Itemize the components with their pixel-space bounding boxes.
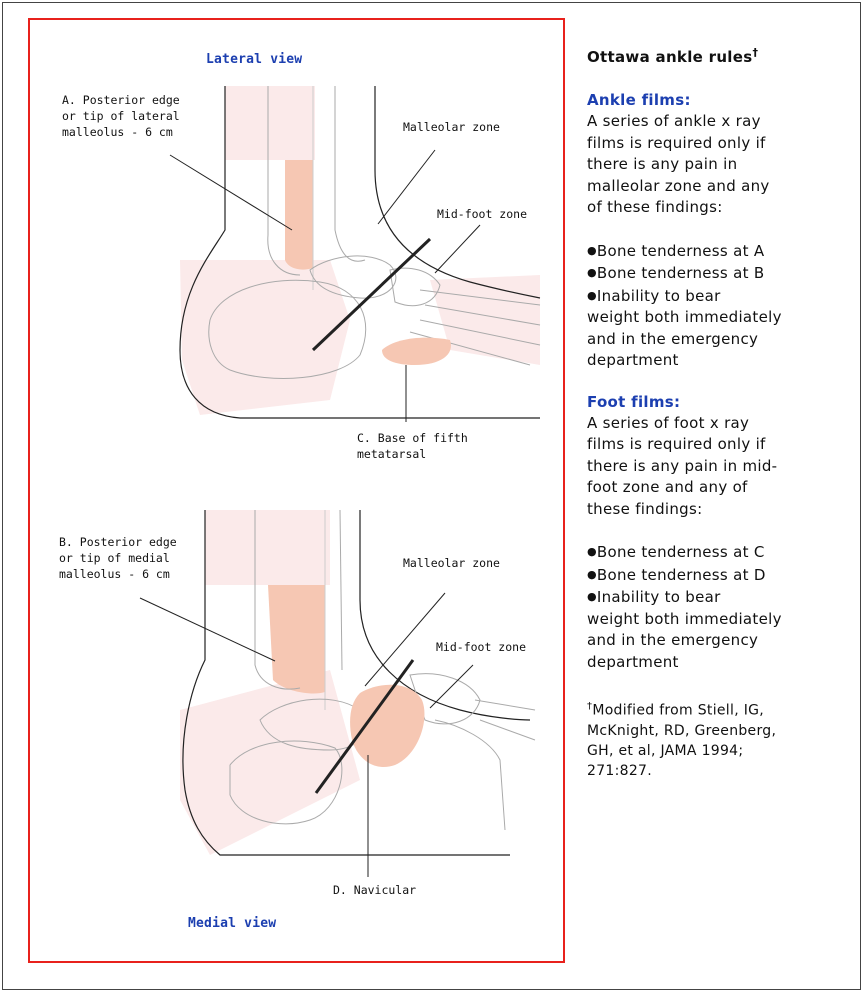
foot-finding-weight: ●Inability to bear (587, 586, 857, 609)
bullet-icon: ● (587, 545, 597, 558)
foot-finding-weight-cont: and in the emergency (587, 630, 857, 652)
lateral-view-title: Lateral view (206, 52, 302, 67)
rules-panel: Ottawa ankle rules† Ankle films: A serie… (587, 46, 857, 781)
foot-films-description: A series of foot x ray films is required… (587, 413, 857, 521)
ankle-films-description: A series of ankle x ray films is require… (587, 111, 857, 219)
diagram-panel: Lateral view A. Posterior edge or tip of… (28, 18, 565, 963)
callout-d: D. Navicular (333, 882, 416, 898)
lateral-foot-illustration (170, 86, 540, 422)
foot-finding-d: ●Bone tenderness at D (587, 564, 857, 587)
bullet-icon: ● (587, 289, 597, 302)
rules-title-dagger: † (752, 46, 758, 59)
highlight-zone-a (285, 160, 313, 270)
highlight-zone-b (268, 585, 325, 694)
foot-desc-line: foot zone and any of (587, 477, 857, 499)
footnote-line: †Modified from Stiell, IG, (587, 697, 857, 721)
ankle-finding-weight-cont: and in the emergency (587, 329, 857, 351)
callout-lateral-malleolar-zone: Malleolar zone (403, 119, 500, 135)
bullet-icon: ● (587, 266, 597, 279)
callout-medial-midfoot-zone: Mid-foot zone (436, 639, 526, 655)
ankle-finding-weight-cont: weight both immediately (587, 307, 857, 329)
footnote-line: McKnight, RD, Greenberg, (587, 721, 857, 741)
leader-lateral-midfoot (435, 225, 480, 273)
ankle-films-heading: Ankle films: (587, 90, 857, 111)
foot-finding-weight-cont: department (587, 652, 857, 674)
medial-view-title: Medial view (188, 916, 276, 931)
highlight-zone-c (382, 338, 451, 365)
callout-b: B. Posterior edge or tip of medial malle… (59, 534, 177, 582)
footnote-line: 271:827. (587, 761, 857, 781)
leader-a (170, 155, 292, 230)
leader-medial-midfoot (430, 665, 473, 708)
foot-desc-line: films is required only if (587, 434, 857, 456)
foot-finding-c: ●Bone tenderness at C (587, 541, 857, 564)
citation-footnote: †Modified from Stiell, IG, McKnight, RD,… (587, 697, 857, 781)
ankle-desc-line: A series of ankle x ray (587, 111, 857, 133)
ankle-findings-list: ●Bone tenderness at A ●Bone tenderness a… (587, 240, 857, 372)
ankle-desc-line: of these findings: (587, 197, 857, 219)
ankle-finding-b: ●Bone tenderness at B (587, 262, 857, 285)
ankle-desc-line: there is any pain in (587, 154, 857, 176)
ankle-finding-weight: ●Inability to bear (587, 285, 857, 308)
bullet-icon: ● (587, 568, 597, 581)
ankle-desc-line: films is required only if (587, 133, 857, 155)
rules-title-text: Ottawa ankle rules (587, 48, 752, 66)
lateral-shade-leg (225, 86, 315, 160)
foot-films-heading: Foot films: (587, 392, 857, 413)
foot-desc-line: there is any pain in mid- (587, 456, 857, 478)
callout-c: C. Base of fifth metatarsal (357, 430, 468, 462)
rules-title: Ottawa ankle rules† (587, 46, 857, 66)
leader-lateral-malleolar (378, 150, 435, 224)
ankle-finding-weight-cont: department (587, 350, 857, 372)
foot-findings-list: ●Bone tenderness at C ●Bone tenderness a… (587, 541, 857, 673)
ankle-diagram (30, 20, 565, 963)
bullet-icon: ● (587, 244, 597, 257)
callout-lateral-midfoot-zone: Mid-foot zone (437, 206, 527, 222)
medial-shade-heel (180, 670, 360, 855)
callout-a: A. Posterior edge or tip of lateral mall… (62, 92, 180, 140)
ankle-desc-line: malleolar zone and any (587, 176, 857, 198)
callout-medial-malleolar-zone: Malleolar zone (403, 555, 500, 571)
medial-shade-leg (205, 510, 330, 585)
footnote-line: GH, et al, JAMA 1994; (587, 741, 857, 761)
foot-desc-line: these findings: (587, 499, 857, 521)
bullet-icon: ● (587, 590, 597, 603)
ankle-finding-a: ●Bone tenderness at A (587, 240, 857, 263)
foot-finding-weight-cont: weight both immediately (587, 609, 857, 631)
foot-desc-line: A series of foot x ray (587, 413, 857, 435)
